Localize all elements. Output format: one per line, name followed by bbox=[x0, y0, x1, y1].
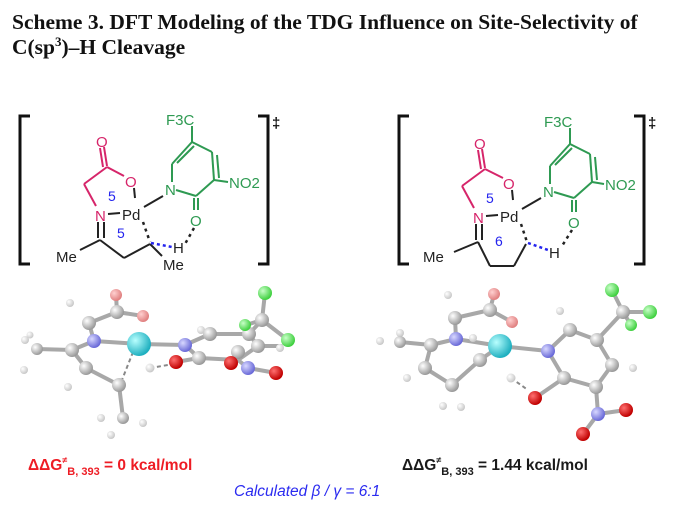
right-bracket bbox=[258, 114, 270, 266]
group-me-2: Me bbox=[163, 257, 184, 274]
group-me: Me bbox=[423, 249, 444, 266]
ring-size-label: 5 bbox=[117, 225, 125, 241]
energy-superscript: ≠ bbox=[436, 455, 442, 465]
atom-h: H bbox=[173, 240, 184, 257]
ring-size-label: 6 bbox=[495, 233, 503, 249]
atom-o-carbonyl: O bbox=[96, 134, 108, 151]
atom-n-imine: N bbox=[473, 210, 484, 227]
energy-symbol: ΔΔG bbox=[402, 457, 437, 474]
scheme-title: Scheme 3. DFT Modeling of the TDG Influe… bbox=[12, 10, 672, 60]
group-me: Me bbox=[56, 249, 77, 266]
dagger-symbol: ‡ bbox=[272, 115, 280, 132]
title-suffix: )–H Cleavage bbox=[61, 35, 186, 59]
right-bracket bbox=[634, 114, 646, 266]
h-bond-o-h bbox=[183, 227, 196, 245]
energy-subscript: B, 393 bbox=[441, 466, 474, 478]
dagger-symbol: ‡ bbox=[648, 115, 656, 132]
left-bracket bbox=[18, 114, 30, 266]
group-cf3: F3C bbox=[544, 114, 573, 131]
atom-o-pyridone: O bbox=[190, 213, 202, 230]
energy-value: = 0 kcal/mol bbox=[104, 457, 193, 474]
pd-atom-ball bbox=[127, 332, 151, 356]
group-no2: NO2 bbox=[605, 177, 636, 194]
energy-beta: ΔΔG≠B, 393 = 0 kcal/mol bbox=[28, 455, 192, 478]
atom-n-imine: N bbox=[95, 208, 106, 225]
ring-size-label: 5 bbox=[486, 190, 494, 206]
c-h-breaking-bond bbox=[527, 241, 549, 252]
energy-superscript: ≠ bbox=[62, 455, 68, 465]
atom-o-carbonyl: O bbox=[474, 136, 486, 153]
atom-o-carboxyl: O bbox=[503, 176, 515, 193]
group-cf3: F3C bbox=[166, 112, 195, 129]
atom-h: H bbox=[549, 245, 560, 262]
energy-value: = 1.44 kcal/mol bbox=[478, 457, 588, 474]
pd-c-partial-bond bbox=[141, 221, 152, 243]
group-no2: NO2 bbox=[229, 175, 260, 192]
selectivity-ratio: Calculated β / γ = 6:1 bbox=[234, 483, 381, 500]
atom-n-pyridone: N bbox=[543, 184, 554, 201]
energy-subscript: B, 393 bbox=[67, 466, 100, 478]
energy-gamma: ΔΔG≠B, 393 = 1.44 kcal/mol bbox=[402, 455, 588, 478]
atom-o-pyridone: O bbox=[568, 215, 580, 232]
title-text: Scheme 3. DFT Modeling of the TDG Influe… bbox=[12, 10, 638, 59]
h-bond-o-h bbox=[560, 229, 574, 247]
pd-atom-ball bbox=[488, 334, 512, 358]
structure-gamma-2d: ‡ bbox=[397, 114, 656, 267]
pd-c-partial-bond bbox=[519, 223, 529, 243]
ring-size-label: 5 bbox=[108, 188, 116, 204]
atom-pd: Pd bbox=[122, 207, 140, 224]
energy-symbol: ΔΔG bbox=[28, 457, 63, 474]
left-bracket bbox=[397, 114, 409, 266]
structure-beta-3d-model bbox=[20, 286, 295, 439]
title-superscript: 3 bbox=[55, 33, 62, 49]
atom-o-carboxyl: O bbox=[125, 174, 137, 191]
structure-gamma-3d-model bbox=[376, 283, 657, 441]
c-h-breaking-bond bbox=[150, 241, 173, 249]
atom-pd: Pd bbox=[500, 209, 518, 226]
atom-n-pyridone: N bbox=[165, 182, 176, 199]
structure-beta-2d: ‡ bbox=[18, 112, 280, 274]
